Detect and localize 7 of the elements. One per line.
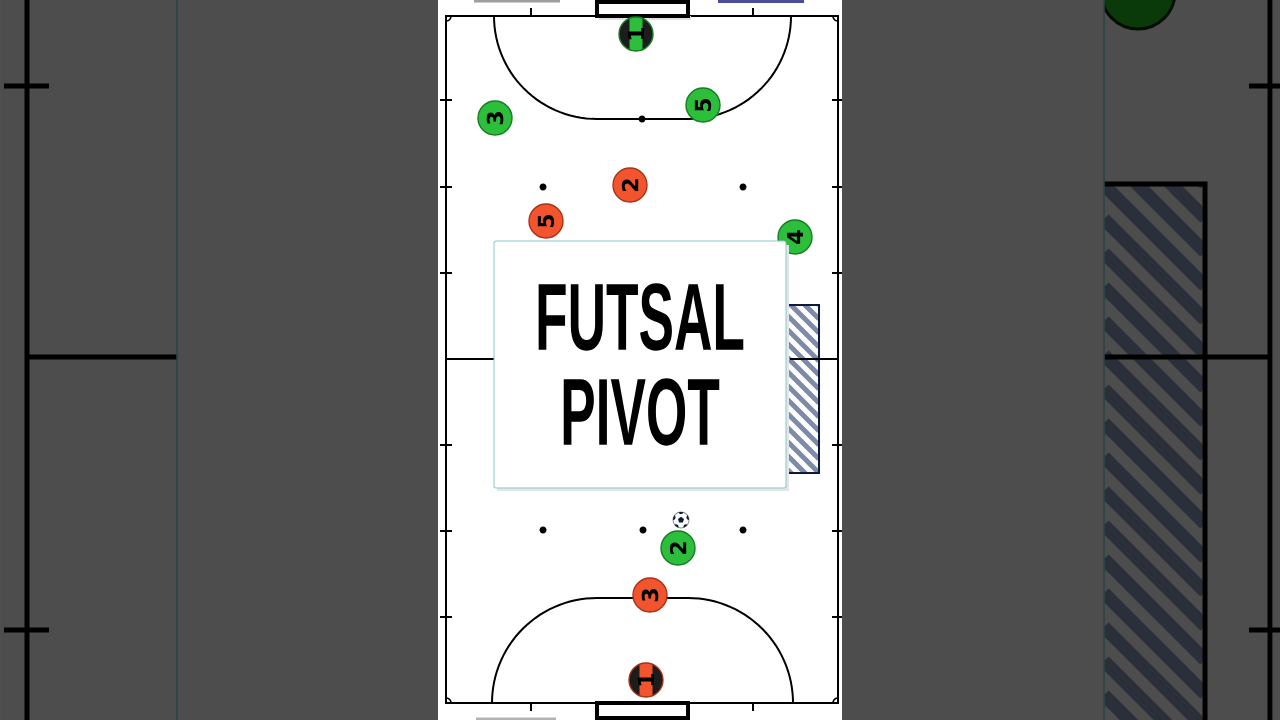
title-card: FUTSAL PIVOT: [493, 240, 789, 491]
player-token: 3: [477, 100, 513, 136]
player-token: 5: [685, 87, 721, 123]
player-token: 2: [612, 167, 648, 203]
player-token: 5: [528, 203, 564, 239]
player-token: 3: [632, 577, 668, 613]
player-token: 2: [660, 530, 696, 566]
